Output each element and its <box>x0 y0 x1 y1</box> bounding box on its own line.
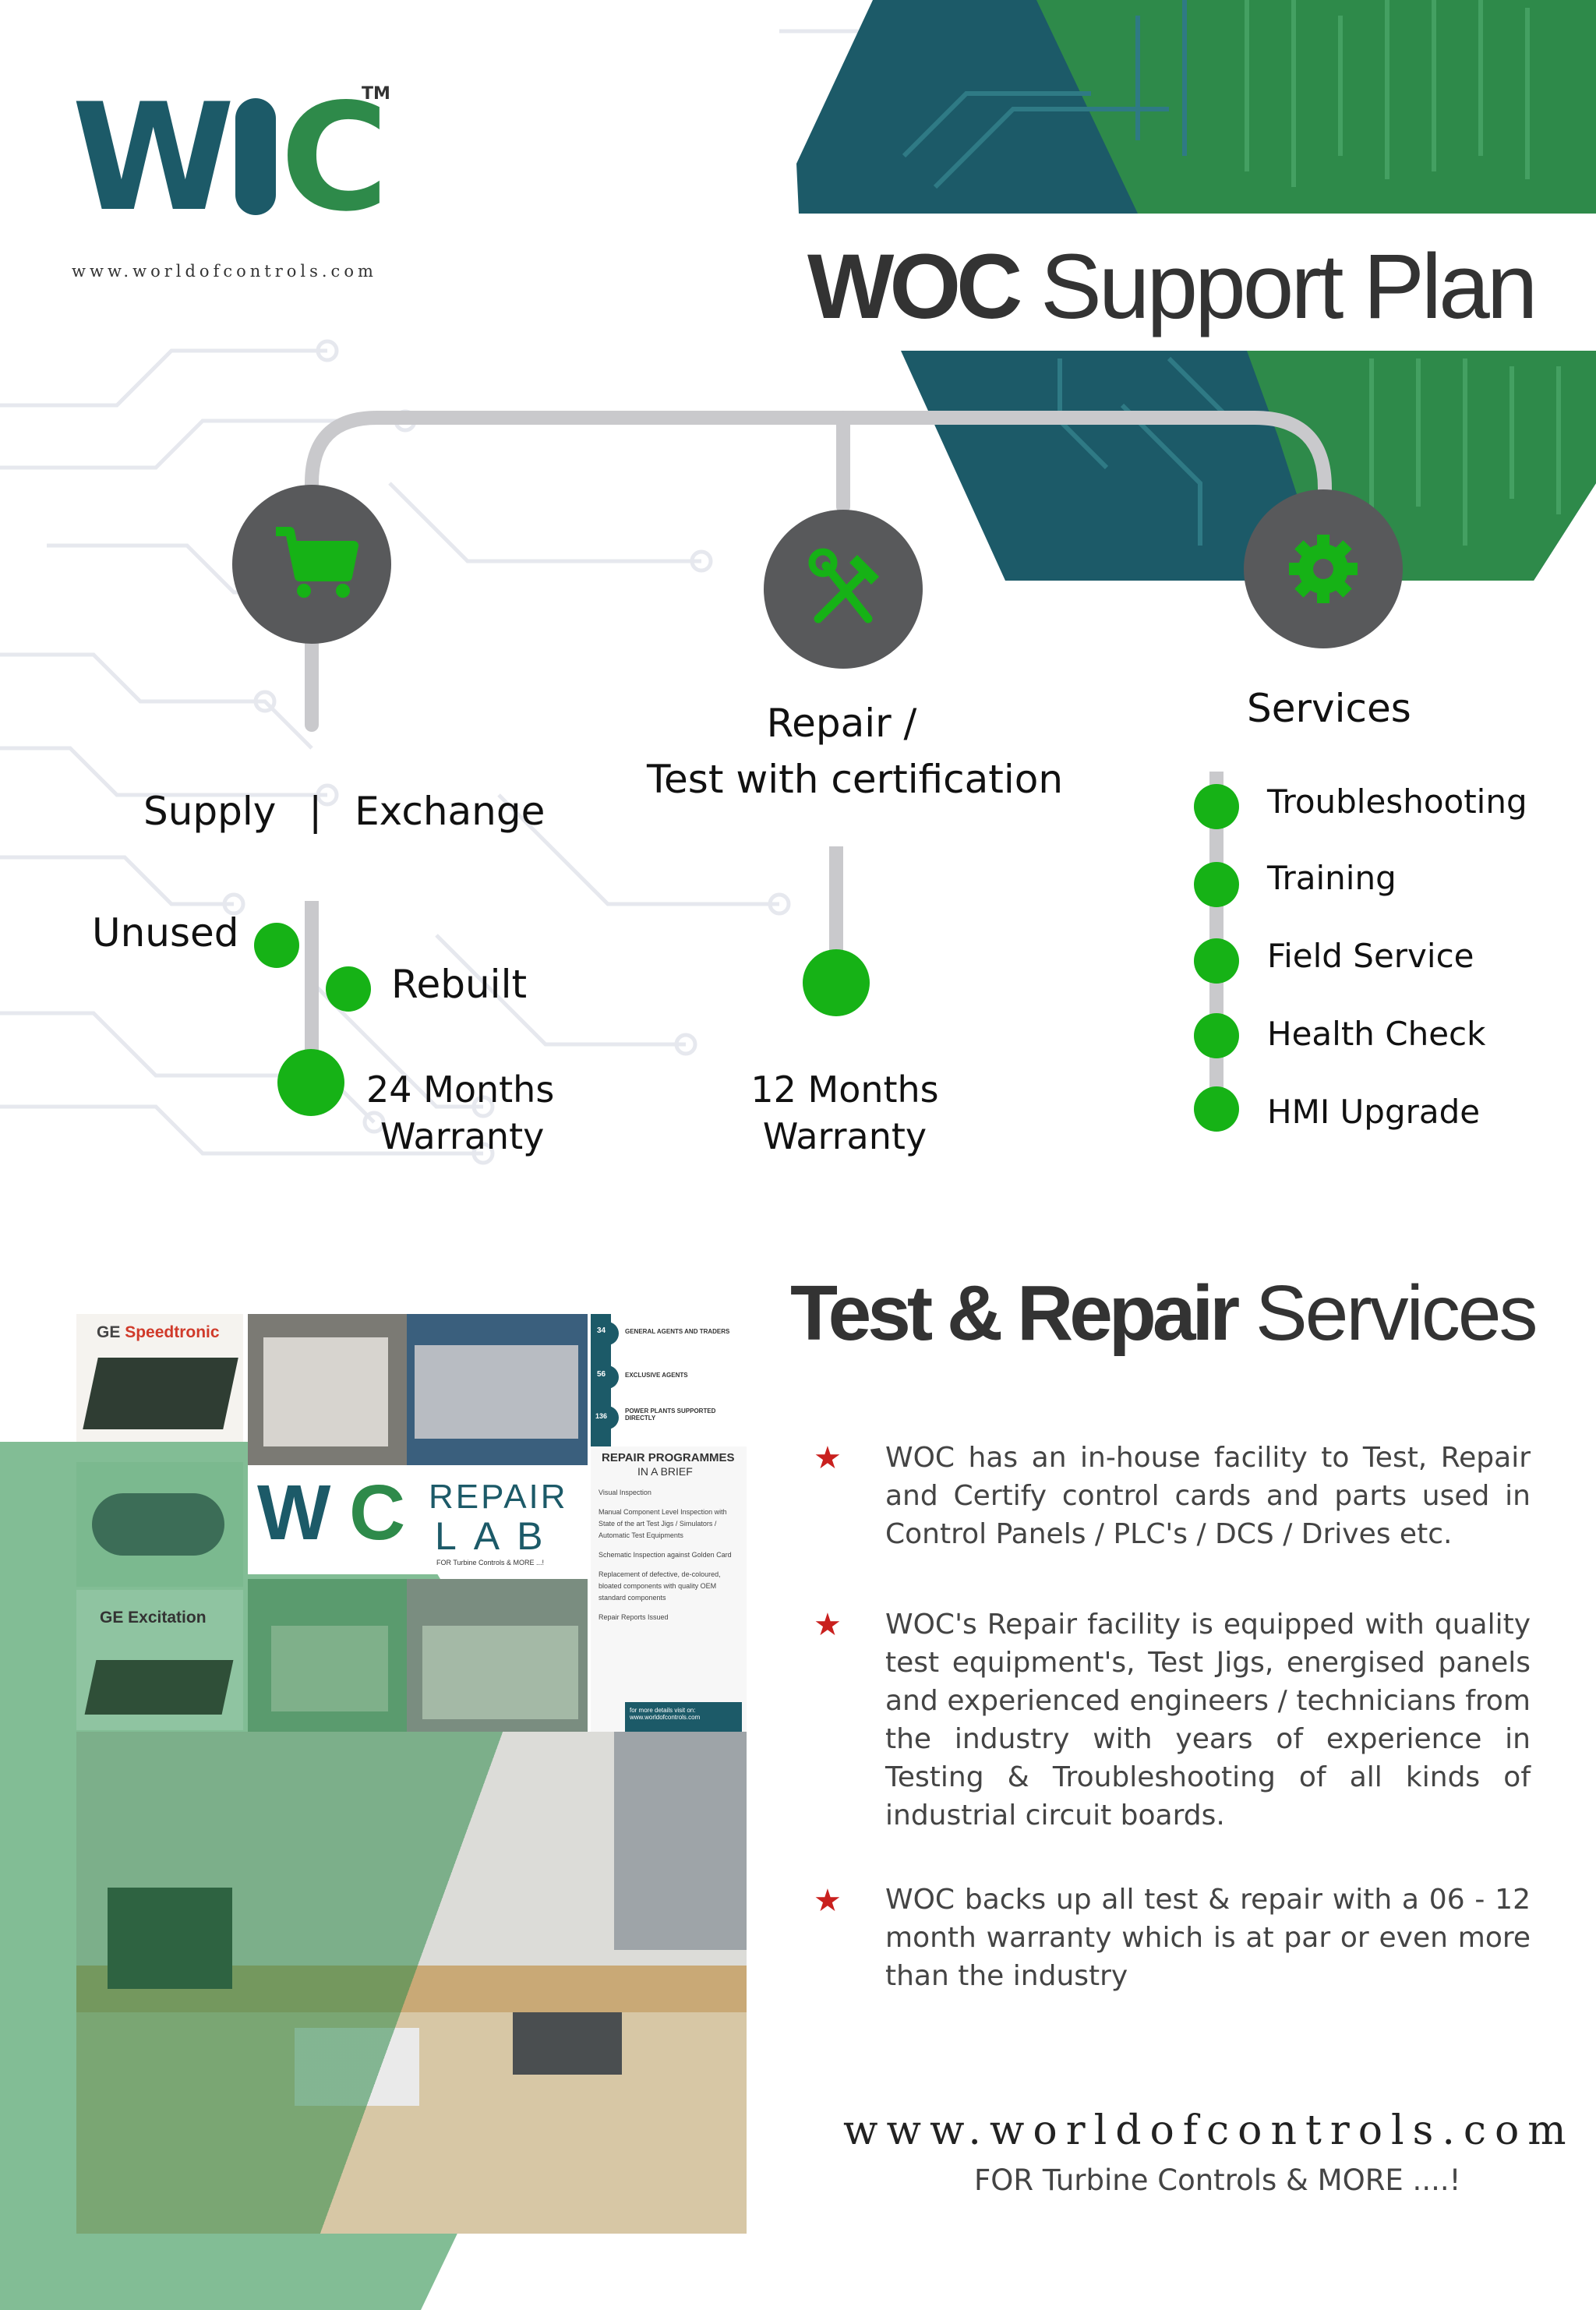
repair-label: Repair / Test with certification <box>647 695 1064 807</box>
header-green-overlay <box>1036 0 1596 214</box>
service-training: Training <box>1267 859 1396 897</box>
bullet-warranty: WOC backs up all test & repair with a 06… <box>885 1884 1531 1992</box>
logo-url: www.worldofcontrols.com <box>72 262 377 281</box>
programme-step: Manual Component Level Inspection with S… <box>598 1508 727 1539</box>
footer-tagline: FOR Turbine Controls & MORE ....! <box>974 2163 1461 2197</box>
unused-dot <box>254 923 299 968</box>
service-dot <box>1194 862 1239 907</box>
lab-photo-2 <box>407 1314 588 1465</box>
rebuilt-dot <box>326 966 371 1012</box>
ge-speedtronic-label: Speedtronic <box>125 1323 220 1341</box>
world-map-image <box>92 1493 224 1556</box>
repair-circle <box>764 510 923 669</box>
logo-io-mark <box>235 98 276 215</box>
star-bullet-icon: ★ <box>814 1607 842 1643</box>
stat-2-num: 136 <box>595 1412 608 1420</box>
service-dot <box>1194 938 1239 984</box>
gear-icon <box>1289 535 1358 603</box>
ge-speedtronic-panel: GE Speedtronic <box>76 1314 243 1442</box>
programme-step: Replacement of defective, de-coloured, b… <box>598 1570 721 1602</box>
service-dot <box>1194 1013 1239 1058</box>
hammer-wrench-icon <box>808 548 879 623</box>
ge-speedtronic-prefix: GE <box>97 1323 125 1341</box>
repair-lab-subtitle: LAB <box>435 1514 560 1558</box>
repair-vertical-line <box>829 846 843 963</box>
bullet-in-house-facility: WOC has an in-house facility to Test, Re… <box>885 1442 1531 1550</box>
programmes-title: REPAIR PROGRAMMES <box>602 1451 735 1464</box>
ge-excitation-label: GE Excitation <box>100 1609 207 1627</box>
repair-programmes-panel: REPAIR PROGRAMMES IN A BRIEF Visual Insp… <box>591 1446 747 1743</box>
service-dot <box>1194 1086 1239 1132</box>
lab-photo-1 <box>248 1314 407 1465</box>
repair-lab-title: REPAIR <box>429 1478 568 1516</box>
repair-warranty: 12 Months Warranty <box>689 1066 1001 1160</box>
repair-warranty-dot <box>803 949 870 1016</box>
shopping-cart-icon <box>276 527 358 598</box>
page-title-bold: WOC <box>807 235 1022 338</box>
unused-label: Unused <box>92 910 239 955</box>
service-troubleshooting: Troubleshooting <box>1267 782 1527 821</box>
section-title: Test & Repair Services <box>790 1269 1538 1358</box>
repair-lab-photo <box>76 1732 747 2234</box>
supply-warranty-line2: Warranty <box>380 1115 545 1157</box>
circuit-board-image <box>83 1358 238 1429</box>
header-circuit-lines <box>902 0 1187 189</box>
star-bullet-icon: ★ <box>814 1440 842 1476</box>
ge-excitation-panel: GE Excitation <box>76 1590 243 1730</box>
repair-lab-woc-mark: W <box>257 1469 330 1556</box>
section-title-bold: Test & Repair <box>790 1270 1240 1357</box>
section-title-rest: Services <box>1236 1270 1538 1357</box>
logo-letter-c: C <box>280 72 389 244</box>
bullet-repair-facility: WOC's Repair facility is equipped with q… <box>885 1609 1531 1831</box>
page-title-rest: Support Plan <box>1018 235 1538 338</box>
page-title: WOC Support Plan <box>807 234 1538 340</box>
supply-warranty-line1: 24 Months <box>366 1068 555 1111</box>
stat-0-num: 34 <box>597 1326 606 1335</box>
stat-1-text: EXCLUSIVE AGENTS <box>625 1372 688 1379</box>
supply-label: Supply <box>143 789 277 834</box>
stats-panel: 34 GENERAL AGENTS AND TRADERS 56 EXCLUSI… <box>591 1314 747 1446</box>
services-circle <box>1244 489 1403 648</box>
excitation-board-image <box>84 1660 234 1715</box>
repair-lab-logo-panel: W C REPAIR LAB FOR Turbine Controls & MO… <box>248 1465 575 1574</box>
plan-connector-tree <box>305 411 1332 732</box>
lab-photo-3 <box>248 1579 407 1732</box>
logo-trademark: TM <box>362 84 390 104</box>
stat-1-num: 56 <box>597 1370 606 1379</box>
stat-2-text: POWER PLANTS SUPPORTED DIRECTLY <box>625 1408 716 1422</box>
stat-0-text: GENERAL AGENTS AND TRADERS <box>625 1328 730 1335</box>
more-details-box: for more details visit on: www.worldofco… <box>625 1702 742 1736</box>
repair-lab-collage: GE Speedtronic 34 GENERAL AGENTS AND TRA… <box>76 1314 747 2234</box>
rebuilt-label: Rebuilt <box>391 962 528 1007</box>
logo-letter-w: W <box>72 72 235 244</box>
repair-lab-tagline: FOR Turbine Controls & MORE ...! <box>436 1559 545 1566</box>
supply-warranty: 24 Months Warranty <box>366 1066 554 1160</box>
programme-steps: Visual Inspection Manual Component Level… <box>598 1487 739 1623</box>
supply-vertical-line <box>305 901 319 1072</box>
service-field-service: Field Service <box>1267 937 1474 975</box>
footer-url[interactable]: www.worldofcontrols.com <box>843 2107 1575 2154</box>
supply-separator: | <box>309 789 323 834</box>
programmes-subtitle: IN A BRIEF <box>637 1465 693 1478</box>
repair-label-line1: Repair / <box>766 701 917 746</box>
service-hmi-upgrade: HMI Upgrade <box>1267 1093 1481 1131</box>
green-overlay <box>76 1732 747 2234</box>
programme-step: Schematic Inspection against Golden Card <box>598 1551 732 1559</box>
exchange-label: Exchange <box>355 789 546 834</box>
supply-warranty-dot <box>277 1049 344 1116</box>
service-health-check: Health Check <box>1267 1015 1486 1053</box>
services-label: Services <box>1247 686 1411 731</box>
repair-warranty-line1: 12 Months <box>750 1068 939 1111</box>
supply-circle <box>232 485 391 644</box>
repair-label-line2: Test with certification <box>647 757 1064 802</box>
lab-photo-4 <box>407 1579 588 1732</box>
repair-warranty-line2: Warranty <box>762 1115 927 1157</box>
star-bullet-icon: ★ <box>814 1883 842 1919</box>
service-dot <box>1194 784 1239 829</box>
programme-step: Repair Reports Issued <box>598 1613 669 1621</box>
repair-lab-woc-c: C <box>349 1469 406 1556</box>
supply-exchange-label: Supply | Exchange <box>143 789 545 834</box>
world-map-panel <box>76 1462 243 1587</box>
programme-step: Visual Inspection <box>598 1489 651 1496</box>
